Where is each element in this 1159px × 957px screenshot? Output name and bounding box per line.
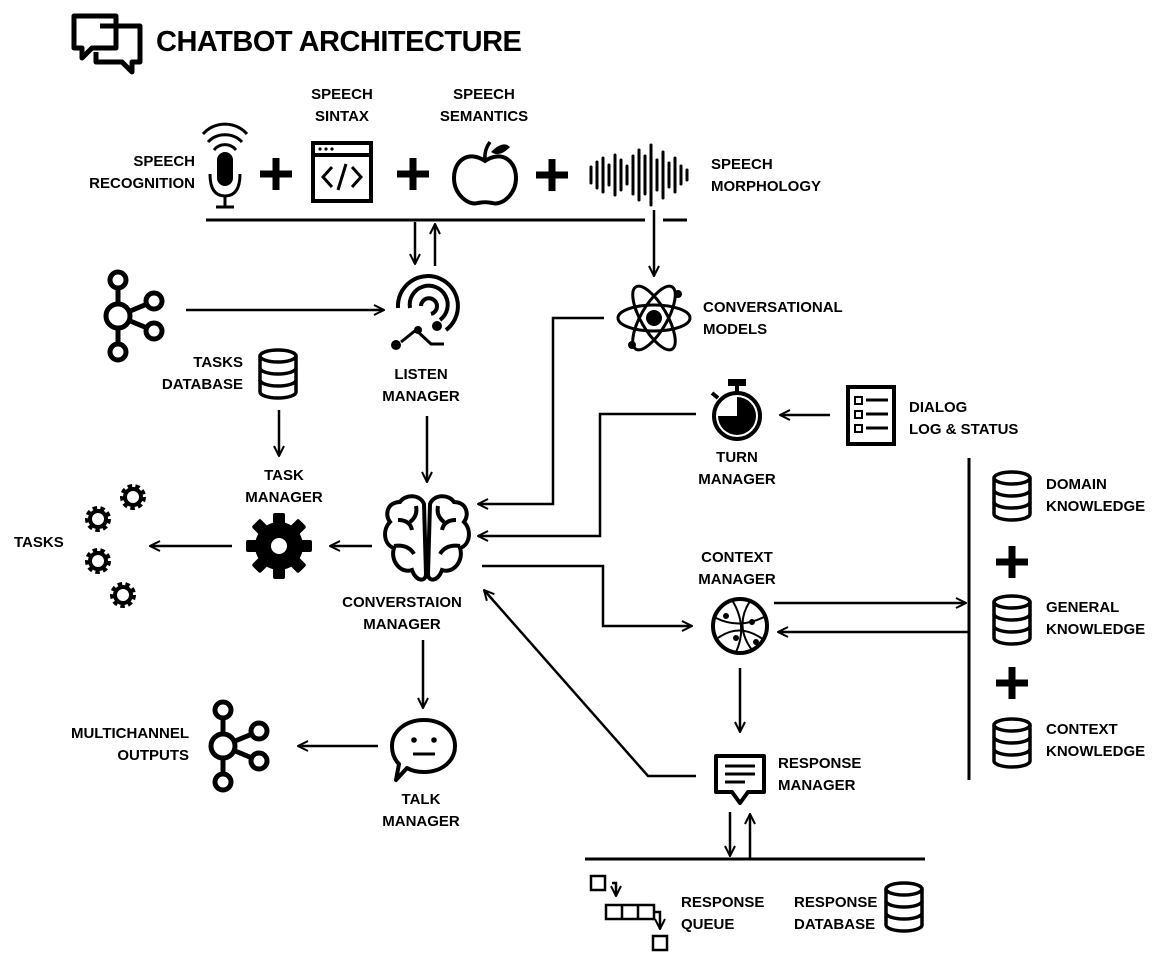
chat-icon [71,13,143,75]
message-icon [714,754,766,805]
gear-icon [246,513,312,579]
message-icon [390,718,457,782]
plus-sign-1 [260,158,292,190]
network-nodes-icon [106,272,162,360]
database-icon [258,348,298,400]
soundwave-icon [589,143,689,207]
response-to-conversation-arrow [484,590,696,778]
plus-sign-4 [996,546,1028,578]
globe-icon [711,597,769,655]
code-window-icon [311,141,373,203]
database-icon [992,717,1032,769]
plus-sign-5 [996,667,1028,699]
gears-icon [88,487,143,605]
microphone-icon [201,122,249,209]
database-icon [992,470,1032,522]
listen-icon [391,274,460,350]
database-icon [884,881,924,933]
models-to-conversation-arrow [478,316,604,504]
tasks-label: TASKS [14,534,64,551]
page-title: CHATBOT ARCHITECTURE [156,26,522,58]
stopwatch-icon [710,379,762,441]
turn-to-conversation-arrow [478,412,696,536]
plus-sign-2 [397,158,429,190]
apple-icon [451,140,519,206]
brain-icon [383,494,471,582]
database-icon [992,594,1032,646]
checklist-icon [846,385,896,446]
plus-sign-3 [536,159,568,191]
atom-icon [616,284,692,352]
queue-icon [589,874,669,952]
network-nodes-icon [211,702,267,790]
conversation-to-context-arrow [482,564,692,626]
